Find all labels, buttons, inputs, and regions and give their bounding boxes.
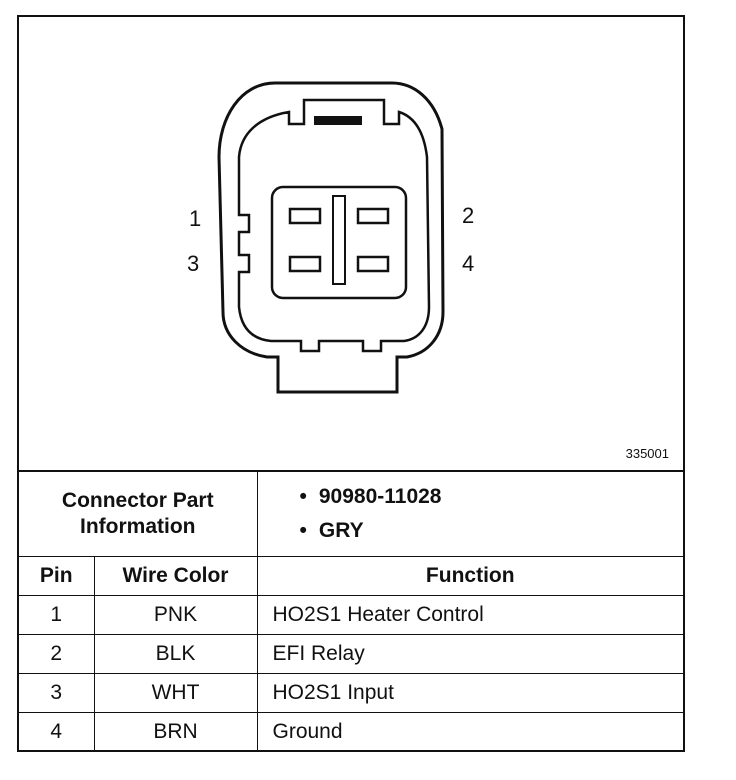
function-cell: HO2S1 Heater Control <box>256 595 683 635</box>
connector-info-label-line2: Information <box>80 515 196 538</box>
center-divider <box>332 195 346 285</box>
pin-label-4: 4 <box>462 251 475 276</box>
function-cell: Ground <box>256 712 683 751</box>
pinout-table: Connector Part Information 90980-11028 G… <box>19 470 683 751</box>
table-header-row: Pin Wire Color Function <box>19 556 683 596</box>
function-cell: HO2S1 Input <box>256 673 683 713</box>
connector-info-label-line1: Connector Part <box>61 489 214 512</box>
connector-info-label: Connector Part Information <box>19 470 258 557</box>
wire-color-cell: WHT <box>93 673 258 713</box>
pin-label-1: 1 <box>189 206 202 231</box>
pin-label-2: 2 <box>462 203 475 228</box>
connector-frame: 1 2 3 4 335001 Connector Part Informatio… <box>17 15 685 752</box>
pin-cell: 2 <box>19 634 95 674</box>
pin-label-3: 3 <box>187 251 200 276</box>
wire-color-cell: PNK <box>93 595 258 635</box>
header-wire-color: Wire Color <box>93 556 258 596</box>
figure-id: 335001 <box>625 446 669 461</box>
table-row: 2 BLK EFI Relay <box>19 634 683 674</box>
pin-terminal-3 <box>288 255 322 273</box>
pin-terminal-2 <box>356 207 390 225</box>
pin-cell: 3 <box>19 673 95 713</box>
pin-cell: 1 <box>19 595 95 635</box>
connector-color: GRY <box>300 514 684 548</box>
connector-info-row: Connector Part Information 90980-11028 G… <box>19 470 684 557</box>
pin-terminal-4 <box>356 255 390 273</box>
table-row: 4 BRN Ground <box>19 712 683 751</box>
table-row: 1 PNK HO2S1 Heater Control <box>19 595 683 635</box>
wire-color-cell: BLK <box>93 634 258 674</box>
connector-diagram: 1 2 3 4 335001 <box>19 17 683 470</box>
table-row: 3 WHT HO2S1 Input <box>19 673 683 713</box>
terminal-cavity <box>270 185 408 300</box>
pin-cell: 4 <box>19 712 95 751</box>
header-function: Function <box>256 556 683 596</box>
connector-info-values: 90980-11028 GRY <box>256 470 684 557</box>
pin-terminal-1 <box>288 207 322 225</box>
locking-tab <box>314 116 362 125</box>
wire-color-cell: BRN <box>93 712 258 751</box>
connector-part-number: 90980-11028 <box>300 480 684 514</box>
connector-housing-inner <box>237 98 431 353</box>
connector-drawing <box>217 81 445 394</box>
function-cell: EFI Relay <box>256 634 683 674</box>
connector-housing-outer <box>217 81 445 394</box>
header-pin: Pin <box>19 556 95 596</box>
